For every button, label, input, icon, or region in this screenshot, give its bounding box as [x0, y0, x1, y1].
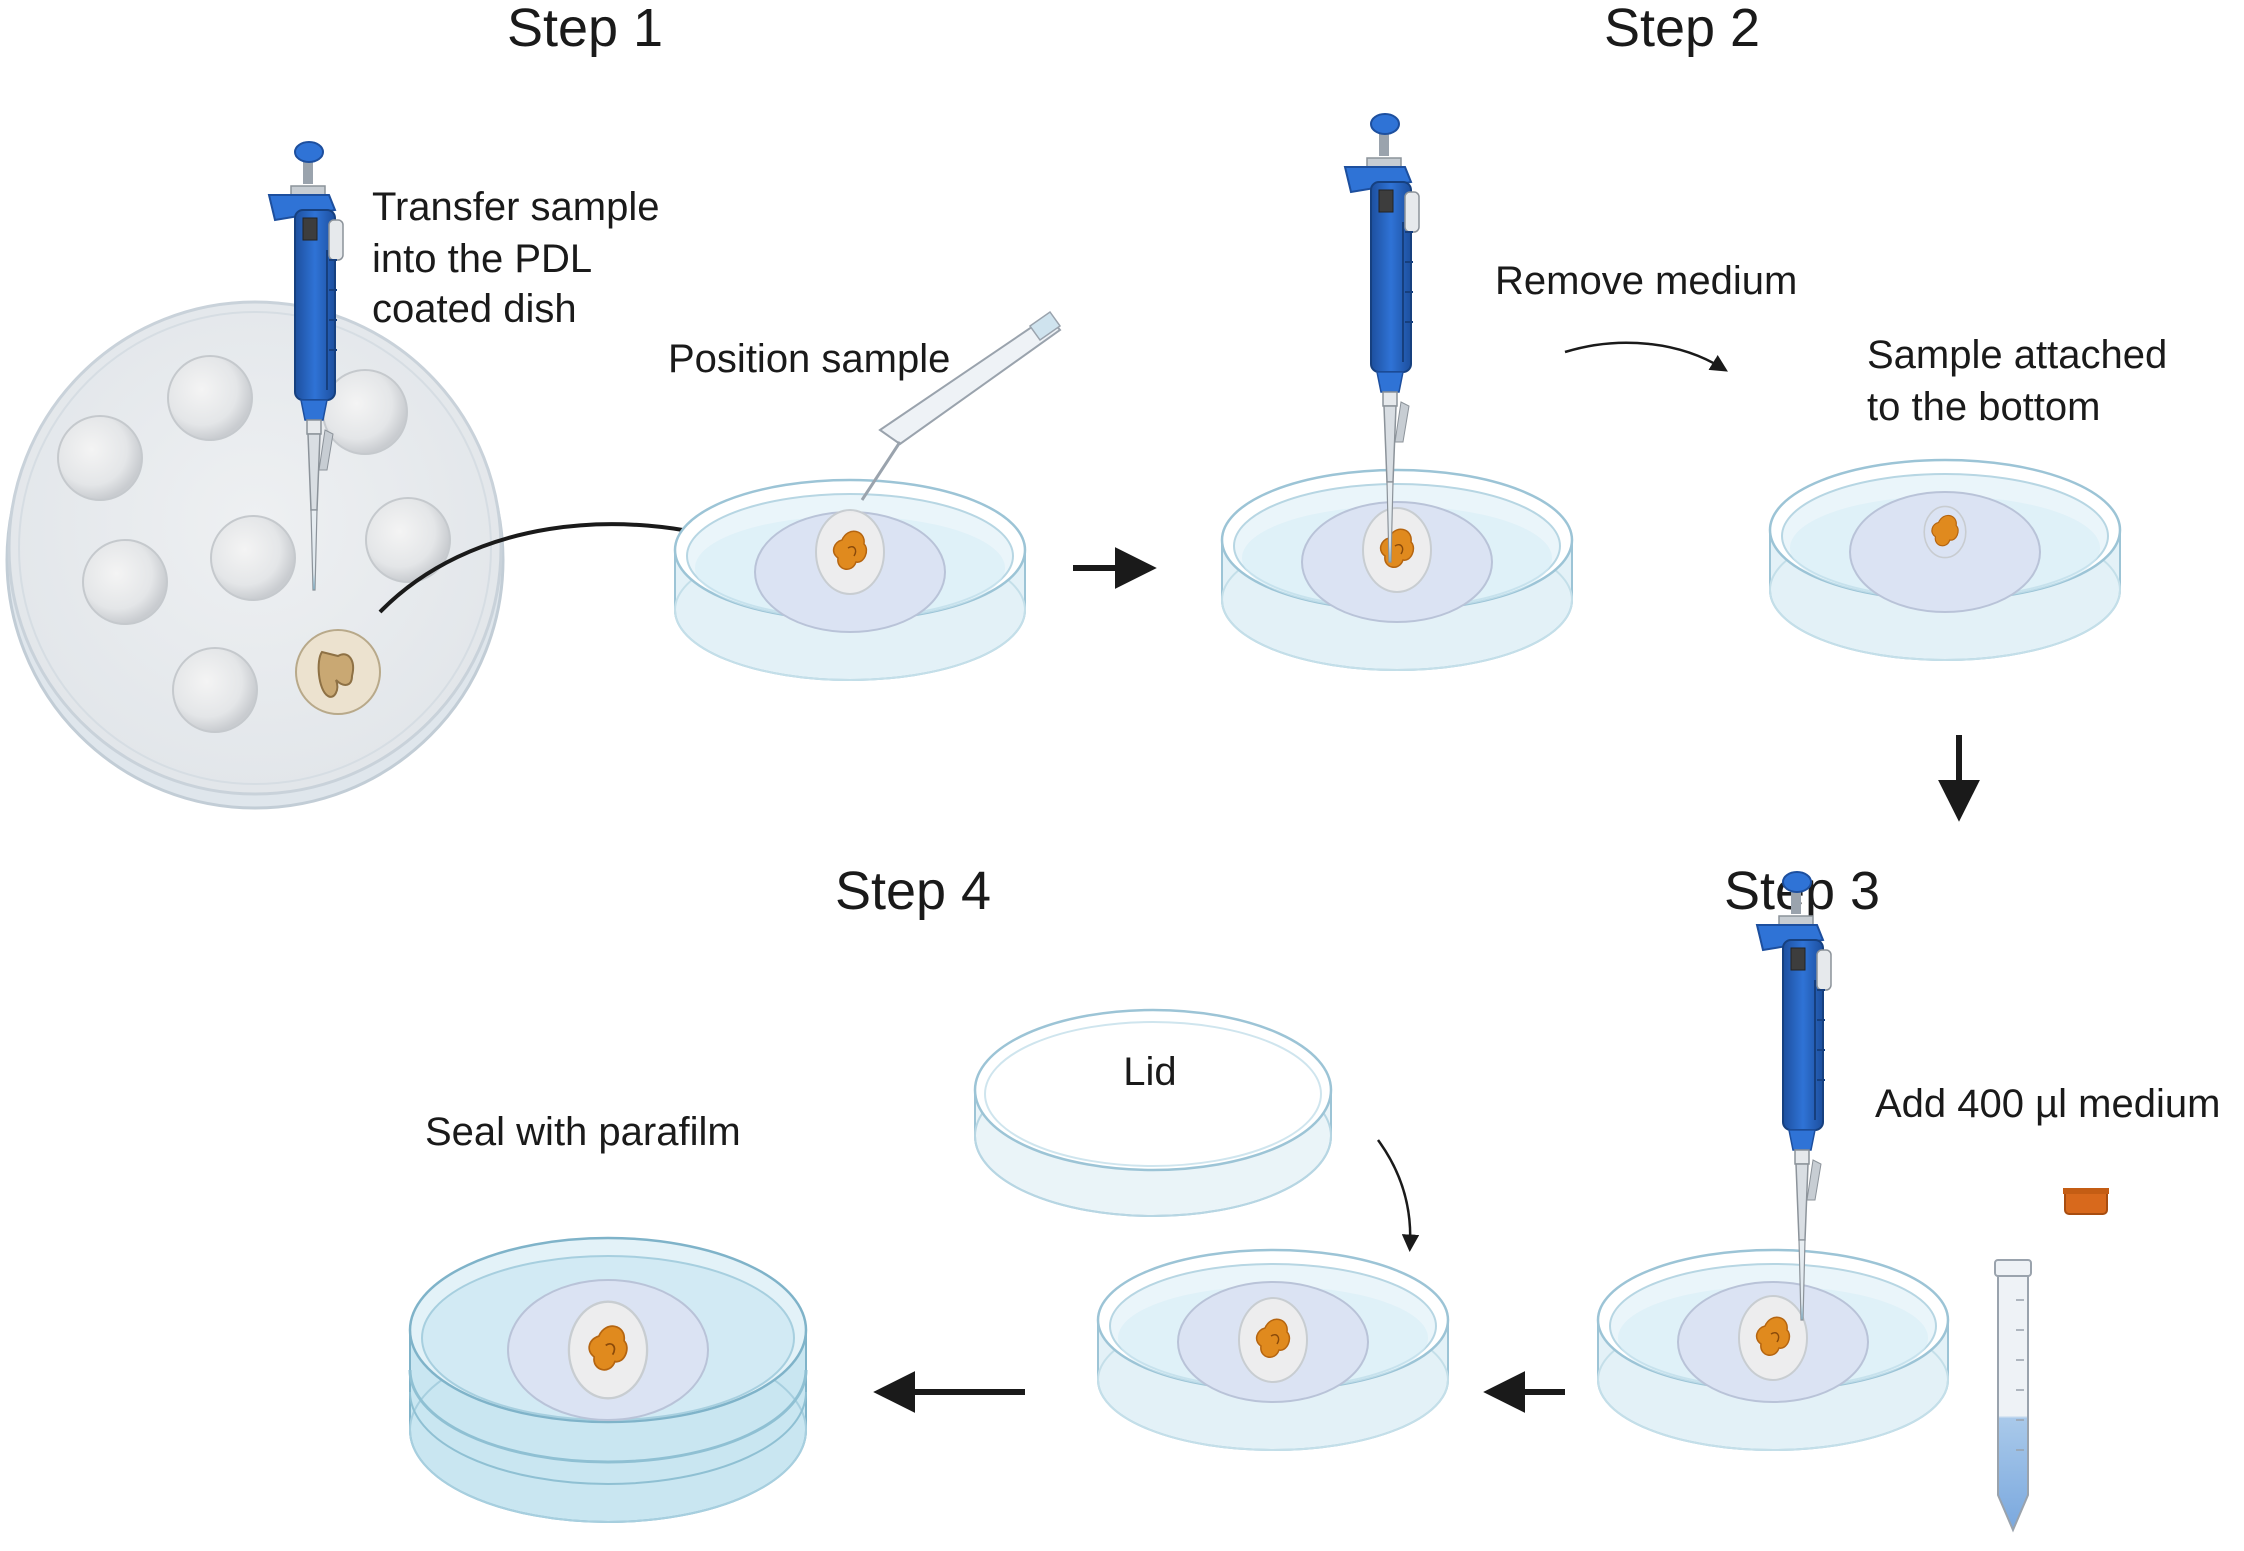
petri-dish-icon-step3 — [1596, 1248, 1950, 1452]
attached-label-line1: Sample attached — [1867, 333, 2167, 377]
remove-medium-label: Remove medium — [1495, 259, 1797, 303]
seal-label: Seal with parafilm — [425, 1110, 741, 1154]
attached-label-line2: to the bottom — [1867, 385, 2100, 429]
petri-dish-icon-step2 — [1220, 468, 1574, 672]
petri-dish-icon-step4 — [1096, 1248, 1450, 1452]
falcon-tube-icon — [1994, 1188, 2109, 1533]
step-2-title: Step 2 — [1604, 0, 1760, 58]
lid-label: Lid — [1123, 1050, 1176, 1094]
transfer-label-line1: Transfer sample — [372, 185, 660, 229]
transfer-pipette-icon — [860, 310, 1062, 501]
petri-dish-icon-attached — [1768, 458, 2122, 662]
sample-droplets — [57, 355, 451, 733]
step-4-title: Step 4 — [835, 861, 991, 921]
lid-icon — [973, 1008, 1333, 1217]
remove-medium-arrow — [1564, 341, 1728, 372]
lid-arrow — [1376, 1139, 1420, 1252]
step-1-title: Step 1 — [507, 0, 663, 58]
position-sample-label: Position sample — [668, 337, 950, 381]
sealed-petri-dish-icon — [408, 1236, 808, 1523]
add-medium-label: Add 400 µl medium — [1875, 1082, 2220, 1126]
transfer-label-line2: into the PDL — [372, 237, 592, 281]
petri-dish-icon-position — [673, 478, 1027, 682]
transfer-label-line3: coated dish — [372, 287, 577, 331]
